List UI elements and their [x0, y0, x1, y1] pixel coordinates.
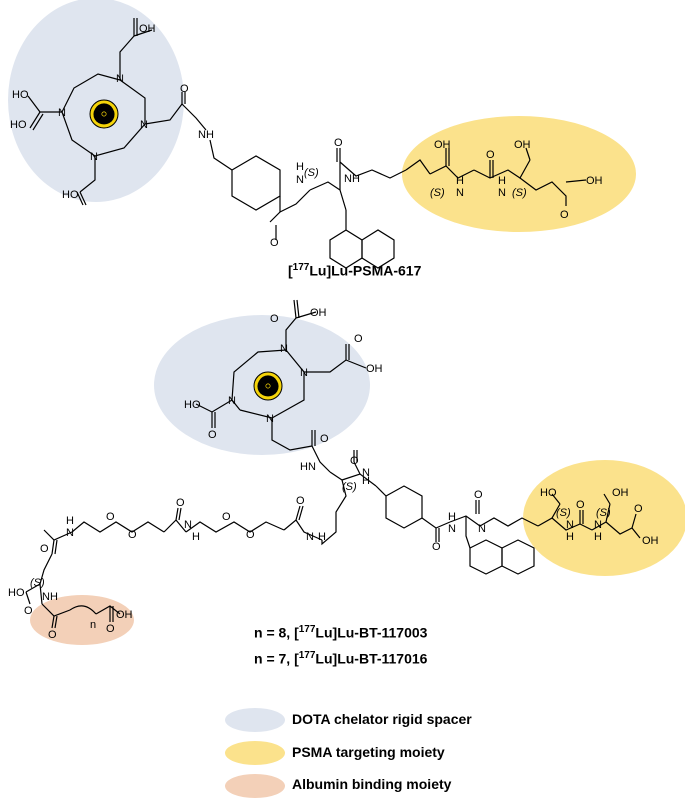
psma-highlight-1: [402, 116, 636, 232]
oh-label: OH: [310, 307, 327, 319]
n-label: N: [566, 519, 574, 531]
o-label: O: [208, 429, 217, 441]
o-label: O: [486, 149, 495, 161]
o-label: O: [246, 529, 255, 541]
stereo-s-label: (S): [596, 507, 611, 519]
stereo-s-label: (S): [304, 167, 319, 179]
h-label: H: [498, 175, 506, 187]
psma-highlight-2: [523, 460, 685, 576]
o-label: O: [222, 511, 231, 523]
stereo-s-label: (S): [430, 187, 445, 199]
oh-label: OH: [642, 535, 659, 547]
legend-label-dota: DOTA chelator rigid spacer: [292, 711, 472, 727]
n-label: N: [498, 187, 506, 199]
o-label: O: [106, 623, 115, 635]
o-label: O: [634, 503, 643, 515]
n-label: N: [140, 119, 148, 131]
o-label: O: [48, 629, 57, 641]
radiation-symbol-1: [89, 99, 119, 129]
n-subscript-label: n: [90, 619, 96, 631]
h-label: H: [318, 531, 326, 543]
oh-label: OH: [366, 363, 383, 375]
o-label: O: [576, 499, 585, 511]
o-label: O: [270, 237, 279, 249]
h-label: H: [192, 531, 200, 543]
hn-label: HN: [300, 461, 316, 473]
o-label: O: [432, 541, 441, 553]
n-label: N: [184, 519, 192, 531]
dota-ring-1: [27, 18, 233, 206]
oh-label: OH: [116, 609, 133, 621]
o-label: O: [180, 83, 189, 95]
o-label: O: [40, 543, 49, 555]
n-label: N: [362, 467, 370, 479]
n-label: N: [116, 73, 124, 85]
caption-psma-617: [177Lu]Lu-PSMA-617: [288, 262, 422, 279]
caption-bt-117003: n = 8, [177Lu]Lu-BT-117003: [254, 624, 428, 641]
o-label: O: [334, 137, 343, 149]
oh-label: OH: [434, 139, 451, 151]
o-label: O: [320, 433, 329, 445]
n-label: N: [58, 107, 66, 119]
n-label: N: [280, 343, 288, 355]
n-label: N: [478, 523, 486, 535]
legend-label-psma: PSMA targeting moiety: [292, 744, 445, 760]
linker-2: [25, 450, 641, 629]
nh-label: NH: [42, 591, 58, 603]
ho-label: HO: [8, 587, 25, 599]
caption-bt-117016: n = 7, [177Lu]Lu-BT-117016: [254, 650, 428, 667]
legend-swatch-psma: [225, 741, 285, 765]
n-label: N: [456, 187, 464, 199]
o-label: O: [24, 605, 33, 617]
oh-label: OH: [612, 487, 629, 499]
o-label: O: [128, 529, 137, 541]
ho-label: HO: [10, 119, 27, 131]
n-label: N: [306, 531, 314, 543]
h-label: H: [66, 515, 74, 527]
n-label: N: [266, 413, 274, 425]
stereo-s-label: (S): [512, 187, 527, 199]
dota-ring-2: [195, 299, 367, 473]
o-label: O: [350, 455, 359, 467]
o-label: O: [474, 489, 483, 501]
n-label: N: [228, 395, 236, 407]
legend-label-albumin: Albumin binding moiety: [292, 776, 452, 792]
o-label: O: [560, 209, 569, 221]
n-label: N: [300, 367, 308, 379]
o-label: O: [296, 495, 305, 507]
o-label: O: [106, 511, 115, 523]
linker-1: [231, 147, 587, 269]
n-label: N: [594, 519, 602, 531]
n-label: N: [66, 527, 74, 539]
oh-label: OH: [139, 23, 156, 35]
h-label: H: [566, 531, 574, 543]
h-label: H: [456, 175, 464, 187]
stereo-s-label: (S): [342, 481, 357, 493]
dota-highlight-1: [8, 0, 184, 202]
h-label: H: [362, 475, 370, 487]
o-label: O: [354, 333, 363, 345]
n-label: N: [296, 174, 304, 186]
nh-label: NH: [344, 173, 360, 185]
ho-label: HO: [540, 487, 557, 499]
oh-label: OH: [586, 175, 603, 187]
legend-swatch-dota: [225, 708, 285, 732]
nh-label: NH: [198, 129, 214, 141]
ho-label: HO: [12, 89, 29, 101]
oh-label: OH: [514, 139, 531, 151]
radiation-symbol-2: [253, 371, 283, 401]
h-label: H: [448, 511, 456, 523]
o-label: O: [270, 313, 279, 325]
o-label: O: [176, 497, 185, 509]
legend-swatch-albumin: [225, 774, 285, 798]
h-label: H: [296, 161, 304, 173]
stereo-s-label: (S): [30, 577, 45, 589]
ho-label: HO: [62, 189, 79, 201]
h-label: H: [594, 531, 602, 543]
n-label: N: [90, 151, 98, 163]
stereo-s-label: (S): [556, 507, 571, 519]
n-label: N: [448, 523, 456, 535]
ho-label: HO: [184, 399, 201, 411]
